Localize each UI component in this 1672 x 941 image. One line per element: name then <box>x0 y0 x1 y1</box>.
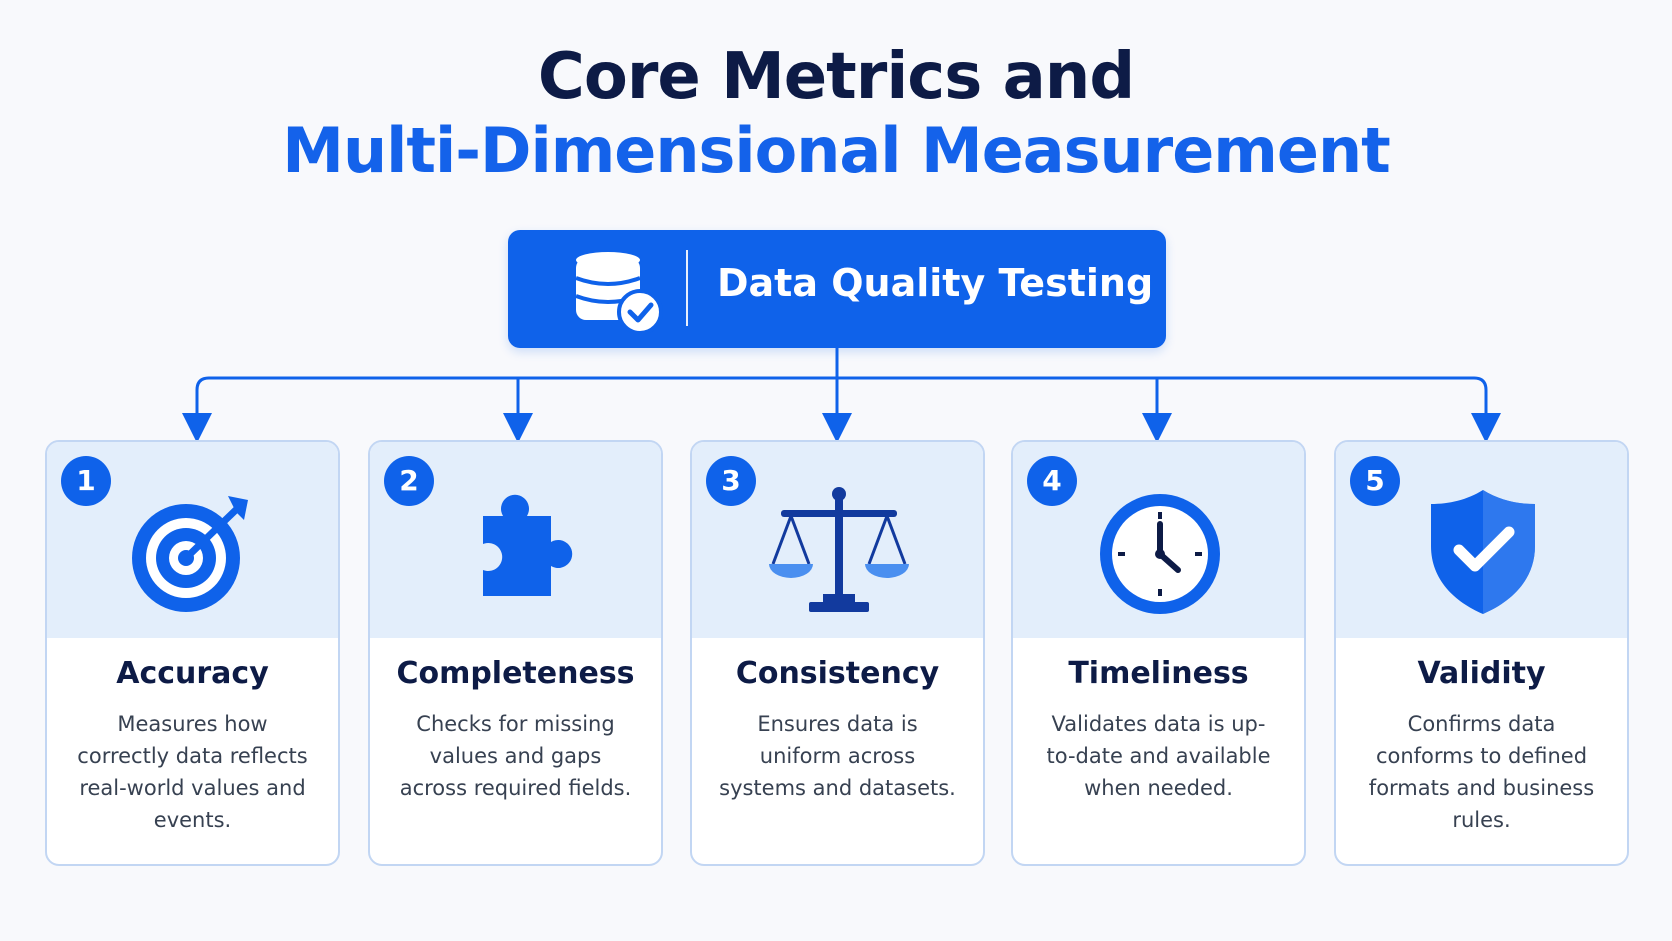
metric-number-badge: 5 <box>1350 456 1400 506</box>
divider <box>686 250 688 326</box>
metric-name: Validity <box>1417 656 1546 691</box>
clock-icon <box>1100 494 1220 614</box>
root-label: Data Quality Testing <box>717 261 1154 305</box>
metric-number-badge: 2 <box>384 456 434 506</box>
title-line-2: Multi-Dimensional Measurement <box>282 114 1390 187</box>
metric-number-badge: 3 <box>706 456 756 506</box>
target-icon <box>132 496 248 612</box>
balance-scale-icon <box>769 487 909 612</box>
database-check-icon <box>575 252 663 335</box>
metric-name: Timeliness <box>1068 656 1249 691</box>
metric-card-timeliness: 4 Timeliness Validates data is up-to-dat… <box>1011 440 1306 866</box>
metric-card-validity: 5 Validity Confirms data conforms to def… <box>1334 440 1629 866</box>
metric-description: Checks for missing values and gaps acros… <box>399 712 632 800</box>
metric-card-completeness: 2 Completeness Checks for missing values… <box>368 440 663 866</box>
metric-card-consistency: 3 Consistency Ensures data is uniform ac… <box>690 440 985 866</box>
metric-name: Consistency <box>735 656 940 691</box>
metric-name: Completeness <box>396 656 635 691</box>
shield-check-icon <box>1431 490 1535 614</box>
metric-description: Validates data is up-to-date and availab… <box>1046 712 1271 800</box>
metric-number-badge: 1 <box>61 456 111 506</box>
metric-card-accuracy: 1 Accuracy Measures how correctly data r… <box>45 440 340 866</box>
metric-description: Ensures data is uniform across systems a… <box>719 712 956 800</box>
metric-description: Measures how correctly data reflects rea… <box>77 712 308 832</box>
metric-number-badge: 4 <box>1027 456 1077 506</box>
metric-description: Confirms data conforms to defined format… <box>1368 712 1595 832</box>
metric-name: Accuracy <box>116 656 269 691</box>
data-quality-testing-node: Data Quality Testing <box>508 230 1166 348</box>
puzzle-piece-icon <box>483 494 573 596</box>
title-line-1: Core Metrics and <box>537 40 1135 114</box>
